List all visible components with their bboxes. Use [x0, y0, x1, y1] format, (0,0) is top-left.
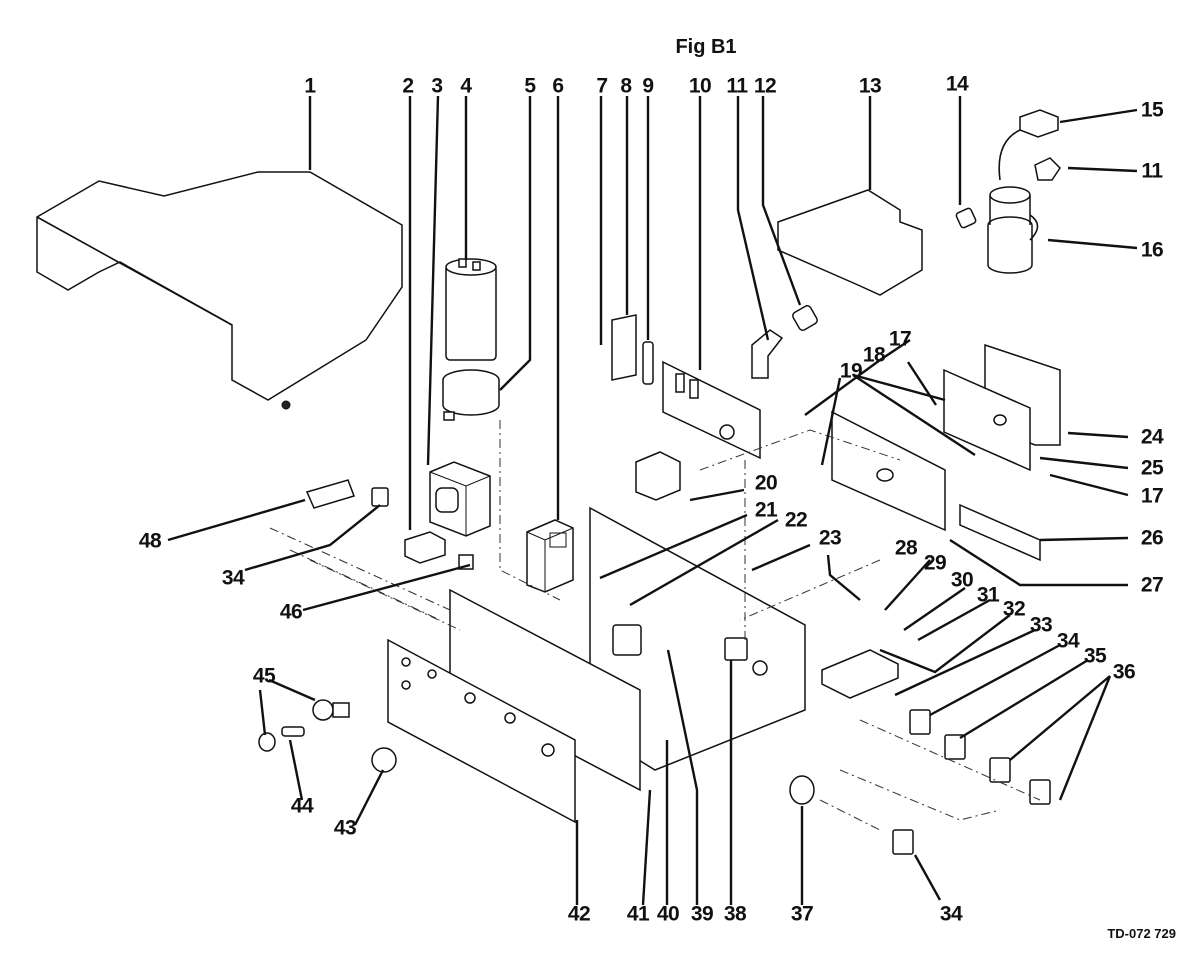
part-chassis [387, 506, 806, 824]
callout-1: 1 [304, 74, 316, 98]
leader-lines [167, 95, 1138, 906]
callout-38: 38 [723, 902, 747, 926]
callout-36: 36 [1112, 660, 1136, 684]
part-relay [526, 519, 574, 593]
part-switch [944, 734, 966, 760]
callout-48: 48 [138, 529, 162, 553]
callout-17-top: 17 [888, 327, 912, 351]
document-id: TD-072 729 [1107, 926, 1176, 941]
callout-37: 37 [790, 902, 814, 926]
callout-43: 43 [333, 816, 357, 840]
callout-42: 42 [567, 902, 591, 926]
part-switch-left [371, 487, 389, 507]
part-switch [909, 709, 931, 735]
callout-29: 29 [923, 551, 947, 575]
callout-39: 39 [690, 902, 714, 926]
callout-11: 11 [726, 74, 748, 98]
part-elbow [1034, 157, 1061, 181]
part-lamp-holder [305, 479, 355, 509]
part-switch [892, 829, 914, 855]
callout-34-right: 34 [1056, 629, 1080, 653]
callout-4: 4 [460, 74, 472, 98]
callout-28: 28 [894, 536, 918, 560]
callout-32: 32 [1002, 597, 1026, 621]
callout-11-right: 11 [1141, 159, 1163, 183]
part-channel [959, 503, 1041, 562]
part-bracket-rear [943, 368, 1031, 472]
part-plug [1019, 109, 1059, 138]
callout-12: 12 [753, 74, 777, 98]
part-terminal-strip [821, 649, 899, 699]
callout-2: 2 [402, 74, 414, 98]
callout-26: 26 [1140, 526, 1164, 550]
part-bushing [792, 305, 818, 331]
part-cover [36, 171, 403, 410]
callout-6: 6 [552, 74, 564, 98]
callout-16: 16 [1140, 238, 1164, 262]
part-fuse [281, 726, 305, 737]
callout-34-bottom: 34 [939, 902, 963, 926]
callout-30: 30 [950, 568, 974, 592]
callout-45: 45 [252, 664, 276, 688]
callout-3: 3 [431, 74, 443, 98]
callout-9: 9 [642, 74, 654, 98]
callout-21: 21 [754, 498, 778, 522]
callout-22: 22 [784, 508, 808, 532]
callout-27: 27 [1140, 573, 1164, 597]
callout-24: 24 [1140, 425, 1164, 449]
part-capacitor [442, 258, 500, 421]
callout-17-bottom: 17 [1140, 484, 1164, 508]
part-fuse-holder [312, 699, 350, 721]
part-solenoid-valve [987, 186, 1039, 274]
callout-31: 31 [976, 583, 1000, 607]
callout-10: 10 [688, 74, 712, 98]
part-switch [1029, 779, 1051, 805]
part-knob [789, 775, 815, 805]
callout-13: 13 [858, 74, 882, 98]
part-relay-small [635, 451, 681, 501]
callout-14: 14 [945, 72, 969, 96]
assembly-lines [269, 420, 1041, 831]
callout-7: 7 [596, 74, 608, 98]
callout-35: 35 [1083, 644, 1107, 668]
part-transformer [429, 461, 491, 537]
callout-33: 33 [1029, 613, 1053, 637]
callout-40: 40 [656, 902, 680, 926]
callout-41: 41 [626, 902, 650, 926]
part-fuse-cap [258, 732, 276, 752]
part-rectifier [404, 531, 446, 564]
part-connector [642, 341, 654, 385]
part-circuit-board [662, 360, 761, 460]
callout-5: 5 [524, 74, 536, 98]
part-grommet [371, 747, 397, 773]
callout-20: 20 [754, 471, 778, 495]
part-bracket [611, 314, 637, 381]
callout-18: 18 [862, 343, 886, 367]
part-switch [989, 757, 1011, 783]
callout-15: 15 [1140, 98, 1164, 122]
part-elbow-fitting [751, 329, 784, 379]
callout-46: 46 [279, 600, 303, 624]
figure-title: Fig B1 [675, 36, 737, 58]
callout-34-left: 34 [221, 566, 245, 590]
callout-44: 44 [290, 794, 314, 818]
part-mount-plate [777, 189, 923, 296]
callout-25: 25 [1140, 456, 1164, 480]
callout-19: 19 [839, 359, 863, 383]
callout-23: 23 [818, 526, 842, 550]
callout-8: 8 [620, 74, 632, 98]
